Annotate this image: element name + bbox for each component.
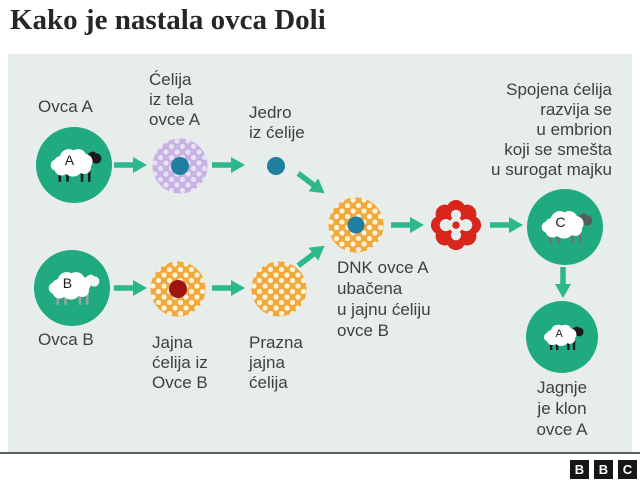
lamb-letter: A: [555, 328, 563, 341]
footer-divider: [0, 452, 640, 454]
sheep-icon: [50, 149, 102, 182]
empty-egg-cell-icon: [251, 261, 307, 317]
sheep-b-letter: B: [62, 275, 73, 292]
label-body-cell: Ćelija iz tela ovce A: [149, 70, 201, 129]
arrow-right-icon: [490, 217, 523, 233]
arrow-right-icon: [114, 157, 147, 173]
sheep-b-circle: B: [34, 250, 110, 326]
sheep-a-letter: A: [64, 152, 75, 169]
arrow-right-icon: [391, 217, 424, 233]
sheep-icon: [48, 272, 100, 305]
label-ovca-b: Ovca B: [38, 330, 94, 349]
bbc-logo: B B C: [570, 460, 637, 479]
lamb-icon: [544, 324, 584, 350]
label-lamb: Jagnje je klon ovce A: [536, 378, 588, 439]
arrow-down-icon: [555, 267, 571, 298]
arrow-up-right-icon: [296, 245, 325, 268]
nucleus-dot-icon: [267, 157, 285, 175]
sheep-a-circle: A: [36, 127, 112, 203]
embryo-icon: [430, 200, 482, 251]
label-surrogate: Spojena ćelija razvija se u embrion koji…: [491, 80, 612, 179]
bbc-logo-block: B: [594, 460, 613, 479]
label-egg-cell: Jajna ćelija iz Ovce B: [152, 333, 208, 392]
body-cell-icon: [152, 138, 208, 194]
arrow-right-icon: [212, 157, 245, 173]
bbc-logo-block: C: [618, 460, 637, 479]
arrow-right-icon: [114, 280, 147, 296]
sheep-c-letter: C: [555, 214, 566, 231]
sheep-icon: [541, 211, 593, 244]
sheep-c-circle: C: [527, 189, 603, 265]
label-ovca-a: Ovca A: [38, 97, 93, 116]
merged-cell-icon: [328, 197, 384, 253]
label-nucleus: Jedro iz ćelije: [249, 103, 305, 142]
label-merged-cell: DNK ovce A ubačena u jajnu ćeliju ovce B: [337, 258, 431, 340]
egg-cell-icon: [150, 261, 206, 317]
arrow-down-right-icon: [296, 171, 325, 194]
page-title: Kako je nastala ovca Doli: [10, 4, 326, 36]
arrow-right-icon: [212, 280, 245, 296]
label-empty-egg: Prazna jajna ćelija: [249, 333, 303, 392]
lamb-circle: A: [526, 301, 598, 373]
bbc-logo-block: B: [570, 460, 589, 479]
